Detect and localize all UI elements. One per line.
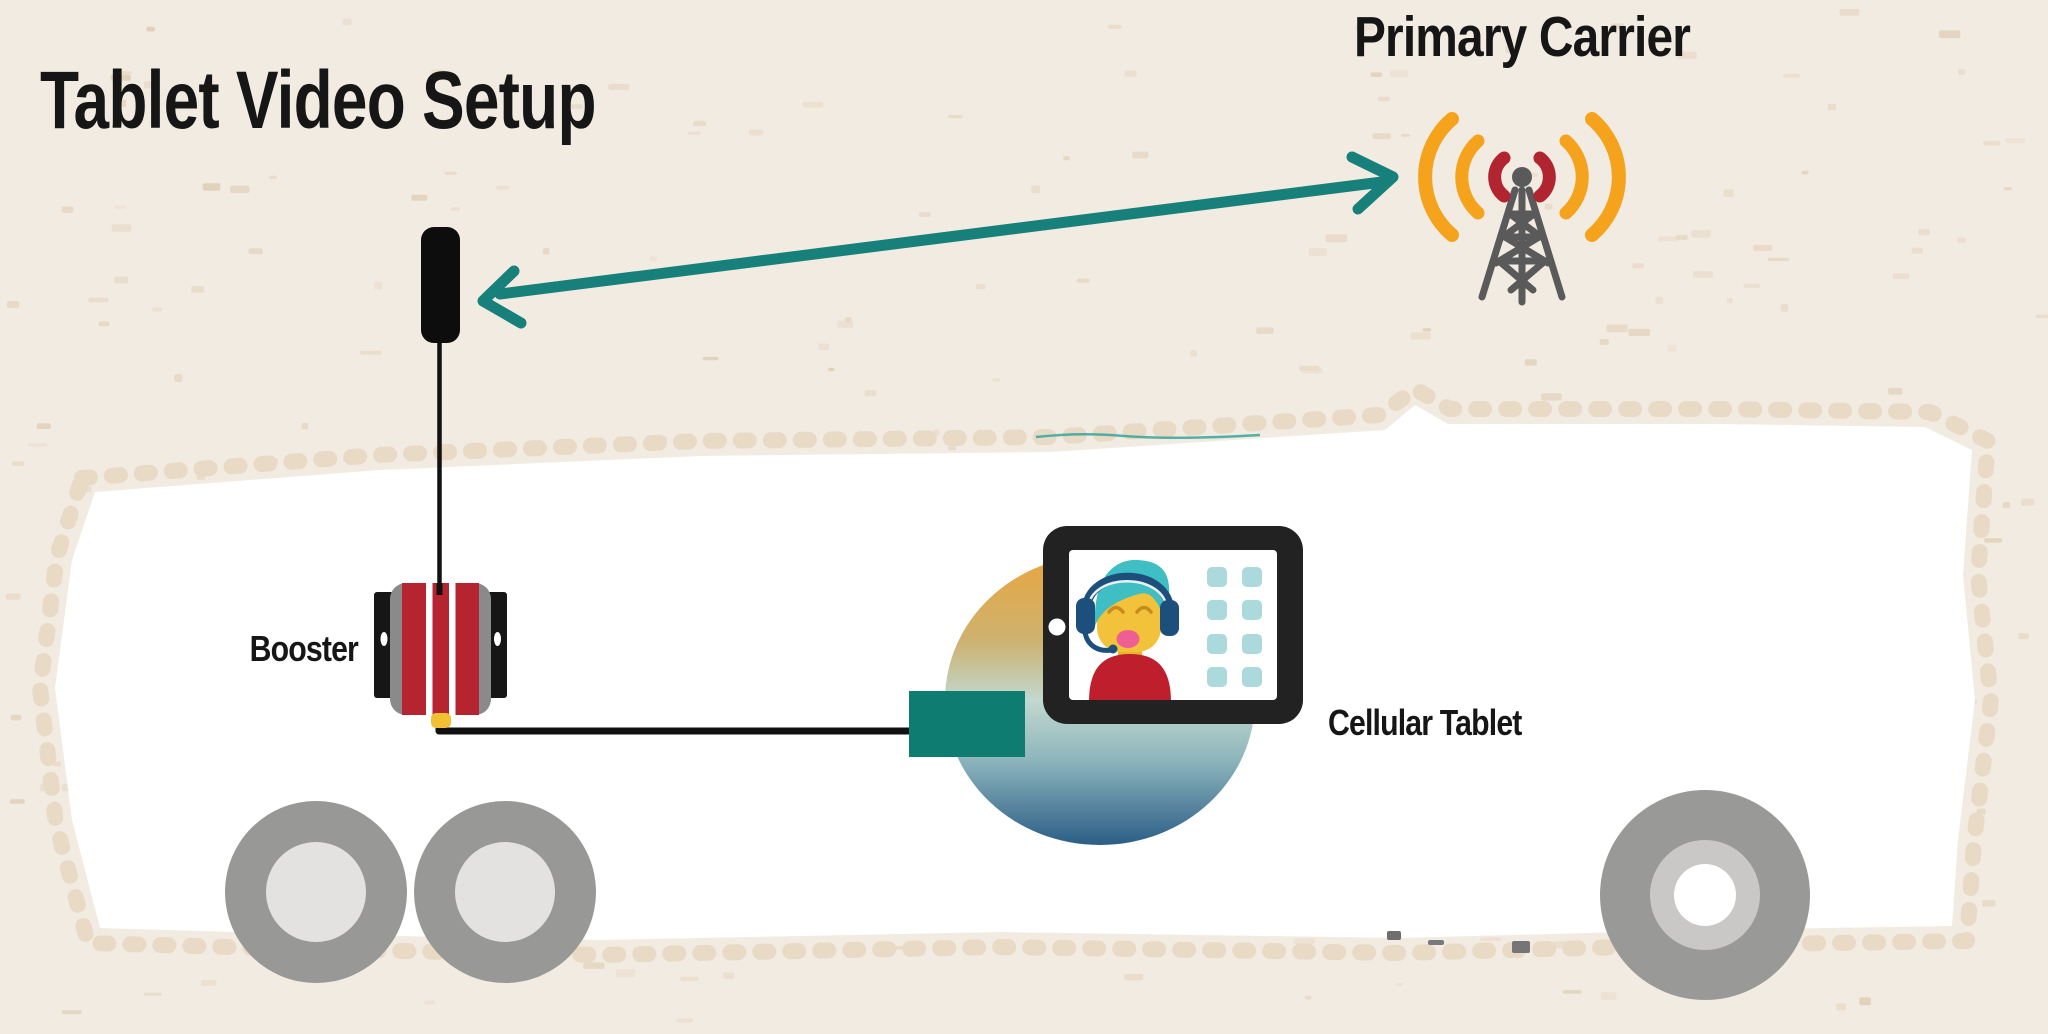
tower-mast [1478,186,1566,306]
wheel-icon [414,801,596,983]
headset-band [1081,572,1175,613]
tower-head [1512,167,1532,187]
connector-yellow [431,713,451,728]
avatar-eye-right [1135,605,1153,614]
dirt-mark [1428,940,1444,945]
booster-label: Booster [249,628,359,669]
roof-antenna-icon [421,227,460,343]
avatar-eye-left [1107,605,1125,614]
arrow-head-left [477,265,527,329]
avatar-shirt [1089,654,1171,700]
trailer-dashed-border [32,381,1999,963]
tablet-video-call-icon [1043,526,1303,724]
bracket-hole [494,632,501,646]
headset-earcup-left [1076,598,1095,634]
bracket-hole [380,632,388,646]
tower-signal-waves [1418,112,1626,242]
video-call-avatar [1076,560,1179,700]
page-title: Tablet Video Setup [40,55,597,146]
two-way-signal-arrow [477,151,1399,329]
tablet-camera-dot [1048,618,1066,636]
signal-booster-icon [374,583,507,728]
cell-tower-icon [1418,112,1626,306]
teal-scribble-mark [1035,432,1261,440]
wheel-icon [225,801,407,983]
booster-stripe [426,583,433,715]
dirt-mark [1512,941,1530,953]
screen-tile-grid [1207,567,1262,687]
arrow-shaft [494,176,1388,300]
modem-box-icon [909,691,1025,757]
avatar-mouth [1116,630,1140,648]
headset-mic [1108,644,1118,654]
headset-mic-arm [1082,631,1112,653]
cellular-tablet-label: Cellular Tablet [1328,702,1522,743]
primary-carrier-label: Primary Carrier [1353,5,1691,69]
headset-earcup-right [1160,600,1179,636]
wheel-icon [1600,790,1810,1000]
arrow-head-right [1346,151,1399,215]
headset-band-highlight [1086,580,1169,611]
booster-modem-cable [435,727,912,735]
booster-stripe [449,583,456,715]
booster-red-band [402,583,479,715]
cable-entry [436,583,443,595]
dirt-mark [1387,931,1401,940]
wheels [225,790,1810,1000]
